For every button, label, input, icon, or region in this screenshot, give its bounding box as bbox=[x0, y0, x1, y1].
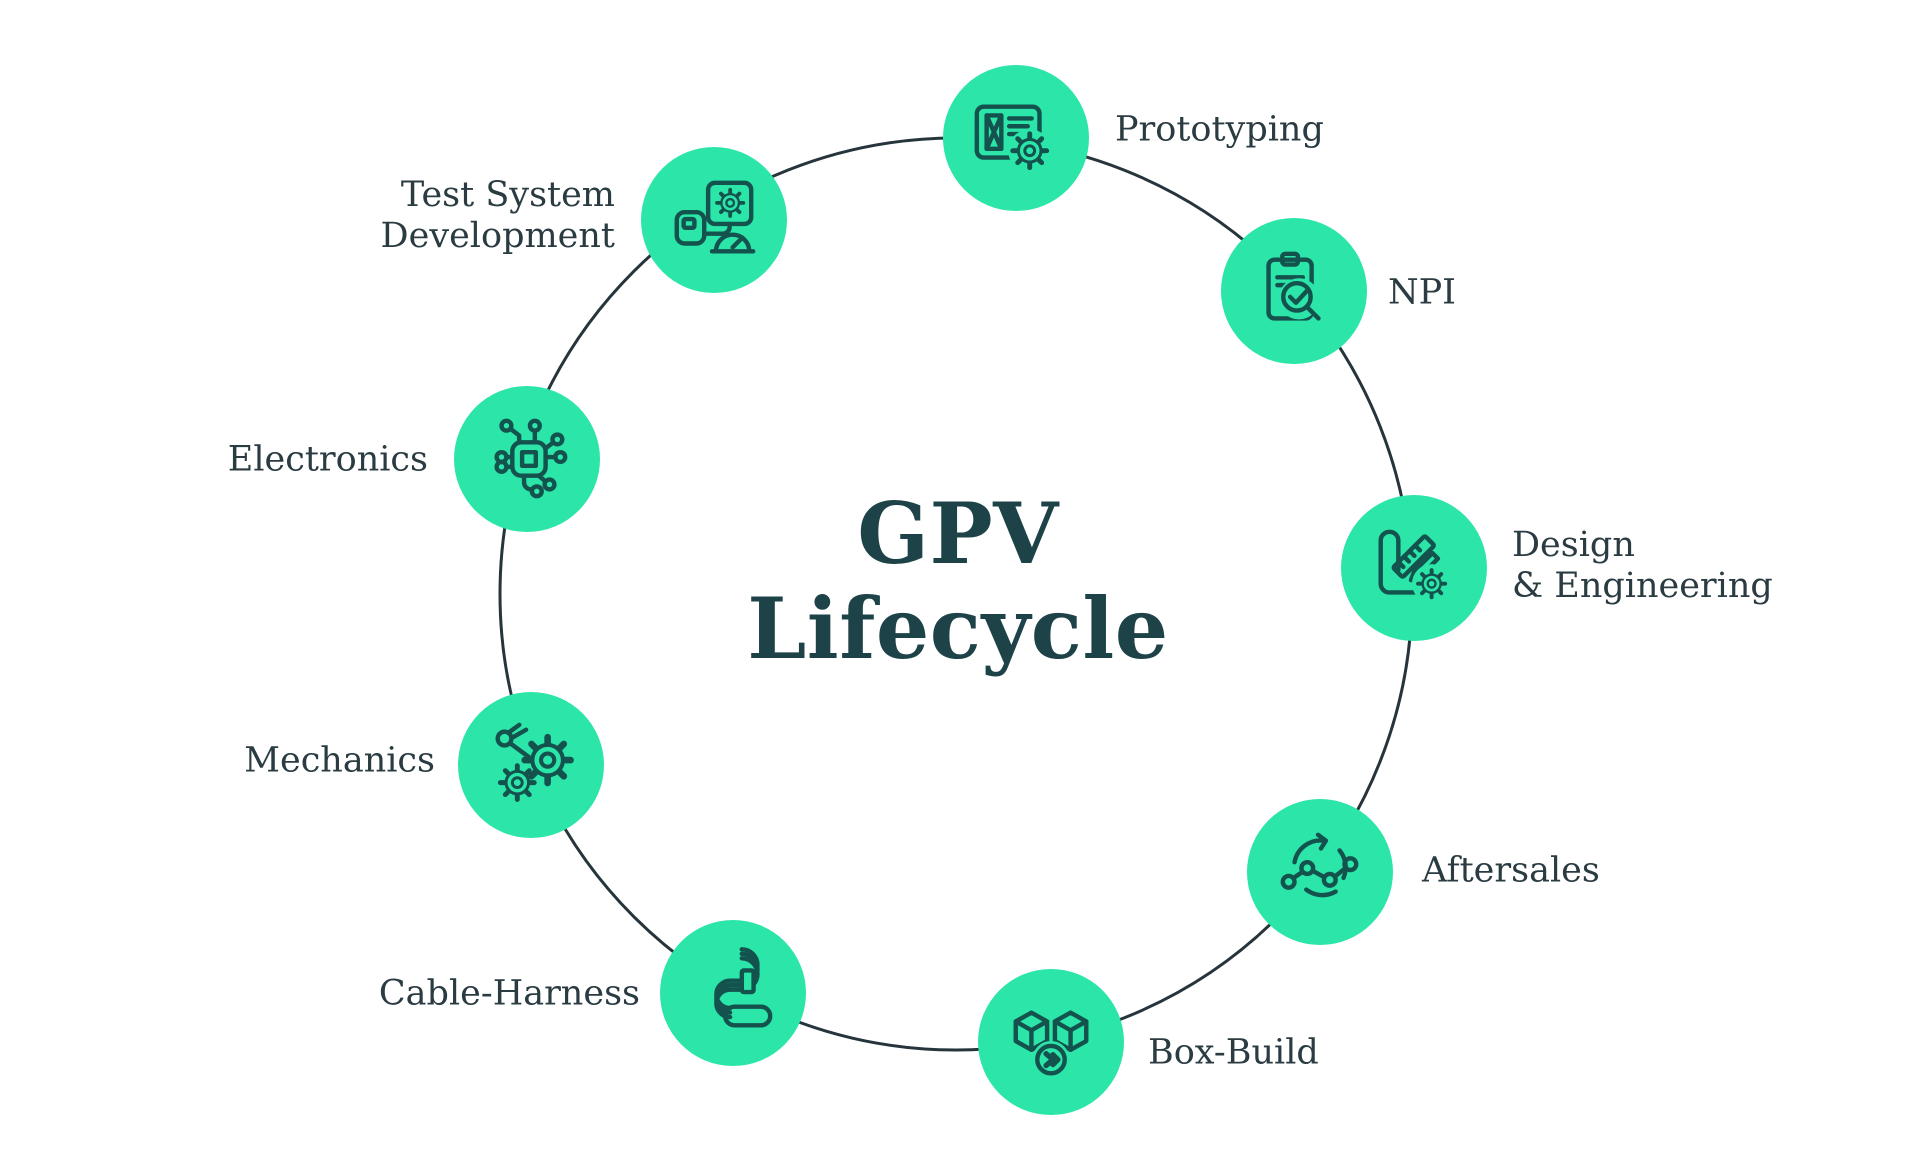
node-aftersales bbox=[1247, 799, 1393, 945]
node-cable-harness bbox=[660, 920, 806, 1066]
blueprint-ruler-pencil-gear-icon bbox=[1378, 529, 1452, 604]
label-aftersales: Aftersales bbox=[1422, 850, 1600, 891]
test-panel-gauge-icon bbox=[674, 180, 756, 254]
node-mechanics bbox=[458, 692, 604, 838]
title-line-2: Lifecycle bbox=[747, 579, 1169, 678]
node-test-system-development bbox=[641, 147, 787, 293]
diagram-title: GPV Lifecycle bbox=[747, 486, 1169, 676]
label-electronics: Electronics bbox=[227, 439, 428, 480]
gears-caliper-icon bbox=[495, 722, 578, 812]
label-box-build: Box-Build bbox=[1148, 1032, 1319, 1073]
label-design-engineering: Design & Engineering bbox=[1512, 525, 1773, 606]
node-npi bbox=[1221, 218, 1367, 364]
title-line-1: GPV bbox=[857, 484, 1059, 583]
boxes-forward-icon bbox=[1013, 1010, 1089, 1079]
node-prototyping bbox=[943, 65, 1089, 211]
label-prototyping: Prototyping bbox=[1115, 109, 1324, 150]
node-box-build bbox=[978, 969, 1124, 1115]
node-electronics bbox=[454, 386, 600, 532]
label-test-system-development: Test System Development bbox=[380, 175, 615, 256]
microchip-circuit-icon bbox=[494, 418, 568, 499]
label-cable-harness: Cable-Harness bbox=[378, 973, 640, 1014]
node-design-engineering bbox=[1341, 495, 1487, 641]
label-npi: NPI bbox=[1388, 272, 1457, 313]
cycle-arrows-chart-icon bbox=[1280, 832, 1359, 898]
label-mechanics: Mechanics bbox=[244, 740, 435, 781]
clipboard-inspection-icon bbox=[1266, 251, 1321, 321]
cable-bundle-icon bbox=[714, 947, 773, 1028]
wireframe-gear-icon bbox=[974, 104, 1052, 173]
